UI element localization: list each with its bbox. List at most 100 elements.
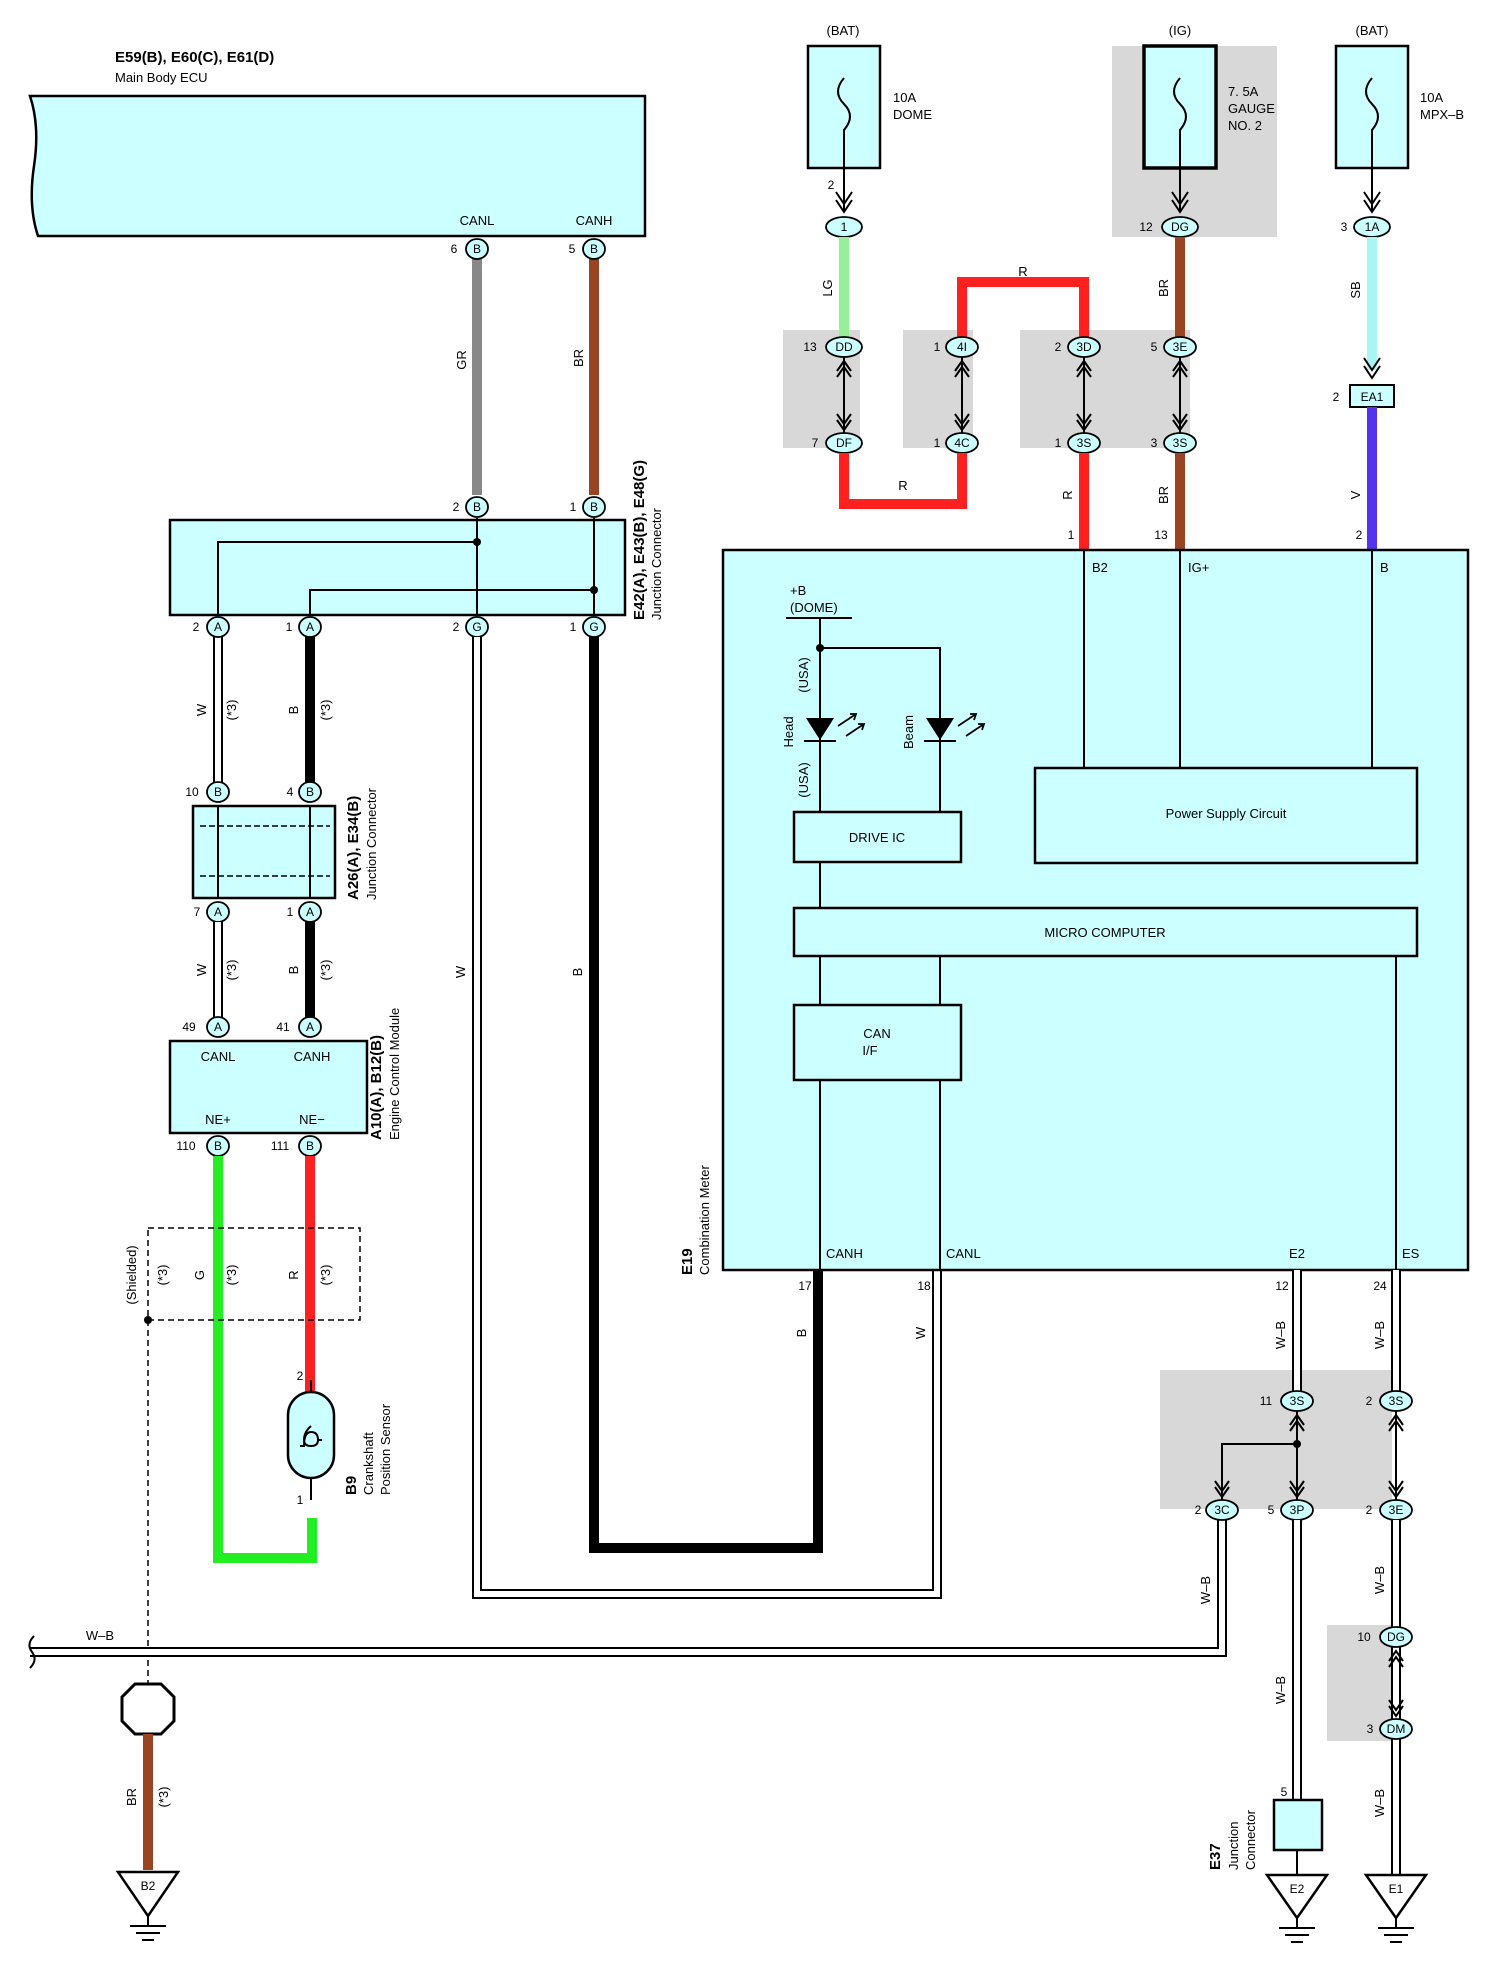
svg-text:5: 5	[569, 242, 576, 256]
svg-text:DM: DM	[1387, 1722, 1406, 1736]
fuse-gauge-name2: NO. 2	[1228, 118, 1262, 133]
junction-e37-name2: Connector	[1243, 1809, 1258, 1870]
svg-text:6: 6	[451, 242, 458, 256]
shade-3d-3e	[1020, 330, 1190, 448]
svg-text:1: 1	[934, 340, 941, 354]
svg-text:A: A	[306, 1020, 314, 1034]
ecm-pin-a41: A 41	[276, 1016, 322, 1038]
dg-dm-arrows	[1388, 1649, 1404, 1718]
wire-label-star-3: (*3)	[224, 960, 239, 981]
e42-top-pin-b2: B 2	[453, 496, 489, 518]
wire-label-star-2: (*3)	[318, 700, 333, 721]
svg-text:DG: DG	[1387, 1630, 1405, 1644]
can-if-label1: CAN	[863, 1026, 890, 1041]
wire-label-g: G	[192, 1270, 207, 1280]
wire-label-v: V	[1348, 490, 1363, 499]
wire-label-star-5: (*3)	[224, 1265, 239, 1286]
main-body-ecu: E59(B), E60(C), E61(D) Main Body ECU CAN…	[28, 49, 647, 238]
svg-text:1A: 1A	[1365, 220, 1380, 234]
fuse-mpx-amp: 10A	[1420, 90, 1443, 105]
svg-text:49: 49	[182, 1020, 196, 1034]
svg-text:1: 1	[934, 436, 941, 450]
junction-a26-id: A26(A), E34(B)	[345, 796, 362, 900]
svg-text:A: A	[214, 905, 222, 919]
svg-text:1: 1	[1055, 436, 1062, 450]
svg-text:A: A	[306, 905, 314, 919]
svg-text:1: 1	[570, 500, 577, 514]
shade-dg-dm	[1327, 1625, 1392, 1741]
ecu-connector-canh: B 5	[569, 238, 606, 260]
wire-label-star-7: (*3)	[155, 1265, 170, 1286]
svg-text:DD: DD	[835, 340, 853, 354]
micro-computer-label: MICRO COMPUTER	[1044, 925, 1165, 940]
wire-label-w-meter: W	[913, 1326, 928, 1339]
power-supply-box	[1033, 766, 1419, 865]
svg-text:DG: DG	[1171, 220, 1189, 234]
svg-text:3S: 3S	[1173, 436, 1188, 450]
ecm-pin-b110: B 110	[176, 1135, 230, 1157]
fuse-dome: (BAT) 10A DOME	[806, 23, 932, 170]
wire-g	[213, 1156, 317, 1563]
combination-meter: B2 IG+ B CANH CANL E2 ES E19 Combination…	[679, 548, 1470, 1275]
svg-text:G: G	[589, 620, 598, 634]
wire-label-gr: GR	[454, 350, 469, 370]
ground-e2: E2	[1264, 1873, 1330, 1943]
svg-text:3E: 3E	[1389, 1503, 1404, 1517]
wire-label-sb: SB	[1348, 281, 1363, 298]
conn-ea1: EA1 2	[1333, 384, 1395, 408]
svg-text:5: 5	[1268, 1503, 1275, 1517]
wire-label-wb-bus: W–B	[86, 1628, 114, 1643]
svg-text:3: 3	[1151, 436, 1158, 450]
wire-r-lower	[839, 453, 967, 509]
svg-text:B2: B2	[141, 1879, 156, 1893]
fuse-dome-source: (BAT)	[827, 23, 860, 38]
ecm-pin-a49: A 49	[182, 1016, 230, 1038]
meter-es: ES	[1402, 1246, 1420, 1261]
wire-label-r-left: R	[286, 1270, 301, 1279]
svg-text:3C: 3C	[1214, 1503, 1230, 1517]
meter-usa-1: (USA)	[796, 657, 811, 692]
svg-text:B: B	[214, 785, 222, 799]
svg-text:3S: 3S	[1389, 1394, 1404, 1408]
fuse-gauge-amp: 7. 5A	[1228, 84, 1259, 99]
svg-text:41: 41	[276, 1020, 290, 1034]
svg-text:13: 13	[1154, 528, 1168, 542]
conn-dg-b: DG 10	[1357, 1626, 1413, 1648]
wire-label-br-gauge: BR	[1156, 279, 1171, 297]
svg-text:2: 2	[1055, 340, 1062, 354]
fuse-gauge: (IG) 7. 5A GAUGE NO. 2	[1142, 23, 1275, 170]
svg-text:2: 2	[1366, 1394, 1373, 1408]
svg-text:3: 3	[1341, 220, 1348, 234]
a26-pin-a7: A 7	[194, 901, 230, 923]
meter-dome: +B	[790, 583, 806, 598]
svg-text:2: 2	[297, 1369, 304, 1383]
svg-text:2: 2	[828, 178, 835, 192]
wire-label-wb-es: W–B	[1372, 1321, 1387, 1349]
svg-text:12: 12	[1139, 220, 1153, 234]
conn-1a: 1A 3	[1341, 216, 1391, 238]
svg-text:B: B	[590, 500, 598, 514]
shielded-label: (Shielded)	[124, 1245, 139, 1304]
ground-junction-arrows	[1214, 1411, 1404, 1500]
wire-label-b-1: B	[286, 706, 301, 715]
meter-dome2: (DOME)	[790, 600, 838, 615]
wire-b-can	[589, 637, 823, 1553]
wire-label-w-can: W	[453, 965, 468, 978]
wire-label-w-2: W	[194, 963, 209, 976]
a26-pin-b10: B 10	[185, 781, 230, 803]
svg-text:5: 5	[1151, 340, 1158, 354]
conn-dd: DD 13	[803, 336, 863, 358]
ecm-name: Engine Control Module	[387, 1008, 402, 1140]
junction-connector-e37: 5 E37 Junction Connector	[1207, 1785, 1324, 1875]
crankshaft-position-sensor: 2 1 B9 Crankshaft Position Sensor	[286, 1369, 393, 1507]
fuse-gauge-name: GAUGE	[1228, 101, 1275, 116]
power-supply-label: Power Supply Circuit	[1166, 806, 1287, 821]
fuse-dome-amp: 10A	[893, 90, 916, 105]
svg-text:3S: 3S	[1077, 436, 1092, 450]
meter-id: E19	[679, 1248, 696, 1275]
svg-text:A: A	[214, 1020, 222, 1034]
junction-e37-id: E37	[1207, 1843, 1224, 1870]
svg-text:2: 2	[1195, 1503, 1202, 1517]
svg-text:E2: E2	[1290, 1882, 1305, 1896]
